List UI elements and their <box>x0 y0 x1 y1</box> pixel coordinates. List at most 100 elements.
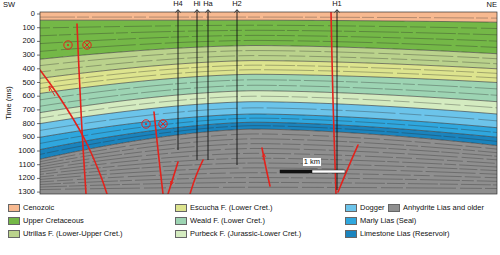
legend-text: Escucha F. (Lower Cret.) <box>190 203 273 212</box>
fault <box>338 145 358 192</box>
seismic-reflector <box>40 30 497 35</box>
legend-entry: Escucha F. (Lower Cret.) <box>175 203 273 212</box>
legend-entry: Cenozoic <box>8 203 54 212</box>
legend-entry: Utrillas F. (Lower-Upper Cret.) <box>8 229 123 238</box>
axis-tick-label: 600 <box>22 92 35 100</box>
horizon <box>40 20 497 22</box>
seismic-reflector <box>40 148 497 169</box>
axis-tick <box>37 164 40 165</box>
axis-tick <box>37 55 40 56</box>
well-trace <box>197 10 198 160</box>
symbol-dot <box>145 123 147 125</box>
axis-tick-label: 400 <box>22 65 35 73</box>
legend-text: Marly Lias (Seal) <box>360 216 416 225</box>
legend-entry: Dogger <box>345 203 385 212</box>
horizon <box>40 46 497 60</box>
legend-swatch <box>345 217 357 225</box>
seismic-reflector <box>40 158 497 174</box>
seismic-reflector <box>40 17 497 18</box>
symbol-ring <box>159 120 167 128</box>
symbol-cross <box>160 121 166 127</box>
fault <box>168 162 178 194</box>
legend-text: Anhydrite Lias and older <box>403 203 484 212</box>
axis-tick <box>37 96 40 97</box>
axis-tick <box>37 137 40 138</box>
rock-layer <box>40 129 497 194</box>
seismic-reflector <box>40 134 497 162</box>
horizon <box>40 102 497 124</box>
seismic-reflector <box>40 163 497 177</box>
scale-bar <box>312 170 345 173</box>
legend-entry: Limestone Lias (Reservoir) <box>345 229 450 238</box>
axis-tick <box>37 82 40 83</box>
seismic-reflector <box>40 96 497 118</box>
fault <box>40 70 107 194</box>
scale-label: 1 km <box>303 158 321 166</box>
legend-swatch <box>8 204 20 212</box>
horizon <box>40 61 497 79</box>
seismic-reflector <box>40 40 497 51</box>
well-trace <box>237 10 238 165</box>
axis-tick-label: 800 <box>22 120 35 128</box>
legend-text: Purbeck F. (Jurassic-Lower Cret.) <box>190 229 301 238</box>
direction-label: SW <box>3 1 15 9</box>
motion-arrow <box>262 154 266 160</box>
seismic-reflector <box>40 56 497 72</box>
legend-text: Utrillas F. (Lower-Upper Cret.) <box>23 229 123 238</box>
axis-tick-label: 900 <box>22 133 35 141</box>
fault <box>190 160 203 194</box>
legend-text: Limestone Lias (Reservoir) <box>360 229 450 238</box>
axis-tick <box>37 123 40 124</box>
well-name: H2 <box>232 0 242 8</box>
legend-entry: Weald F. (Lower Cret.) <box>175 216 265 225</box>
scale-bar <box>280 170 312 173</box>
axis-tick-label: 700 <box>22 106 35 114</box>
slip-symbol <box>159 120 167 128</box>
legend-entry: Marly Lias (Seal) <box>345 216 416 225</box>
seismic-reflector <box>40 35 497 43</box>
legend-swatch <box>388 204 400 212</box>
slip-symbol <box>64 41 72 49</box>
axis-tick-label: 200 <box>22 37 35 45</box>
well-name: Ha <box>203 0 213 8</box>
seismic-reflector <box>40 126 497 155</box>
legend-entry: Anhydrite Lias and older <box>388 203 484 212</box>
seismic-reflector <box>40 108 497 131</box>
well-name: H1 <box>332 0 342 8</box>
axis-tick-label: 0 <box>31 10 35 18</box>
horizon <box>40 114 497 137</box>
legend-swatch <box>345 230 357 238</box>
axis-tick-label: 1000 <box>18 147 35 155</box>
plot-area <box>40 12 497 194</box>
axis-tick <box>37 109 40 110</box>
axis-tick <box>37 27 40 28</box>
legend-text: Weald F. (Lower Cret.) <box>190 216 265 225</box>
legend-swatch <box>175 230 187 238</box>
well-trace <box>178 10 179 150</box>
axis-tick-label: 500 <box>22 79 35 87</box>
axis-tick-label: 300 <box>22 51 35 59</box>
well-name: H4 <box>173 0 183 8</box>
seismic-reflector <box>40 80 497 100</box>
seismic-reflector <box>40 187 497 189</box>
fault <box>331 12 336 194</box>
legend-swatch <box>8 230 20 238</box>
symbol-ring <box>142 120 150 128</box>
legend-swatch <box>175 204 187 212</box>
seismic-reflector <box>40 182 497 187</box>
slip-symbol <box>83 41 91 49</box>
legend-text: Cenozoic <box>23 203 54 212</box>
well-trace <box>337 10 338 190</box>
horizon <box>40 129 497 159</box>
slip-symbol <box>142 120 150 128</box>
legend-swatch <box>8 217 20 225</box>
motion-arrow <box>49 86 55 96</box>
axis-tick <box>37 14 40 15</box>
seismic-reflector <box>40 25 497 28</box>
axis-tick-label: 1200 <box>18 174 35 182</box>
axis-tick <box>37 41 40 42</box>
symbol-cross <box>84 42 90 48</box>
well-trace <box>208 10 209 160</box>
legend-text: Dogger <box>360 203 385 212</box>
